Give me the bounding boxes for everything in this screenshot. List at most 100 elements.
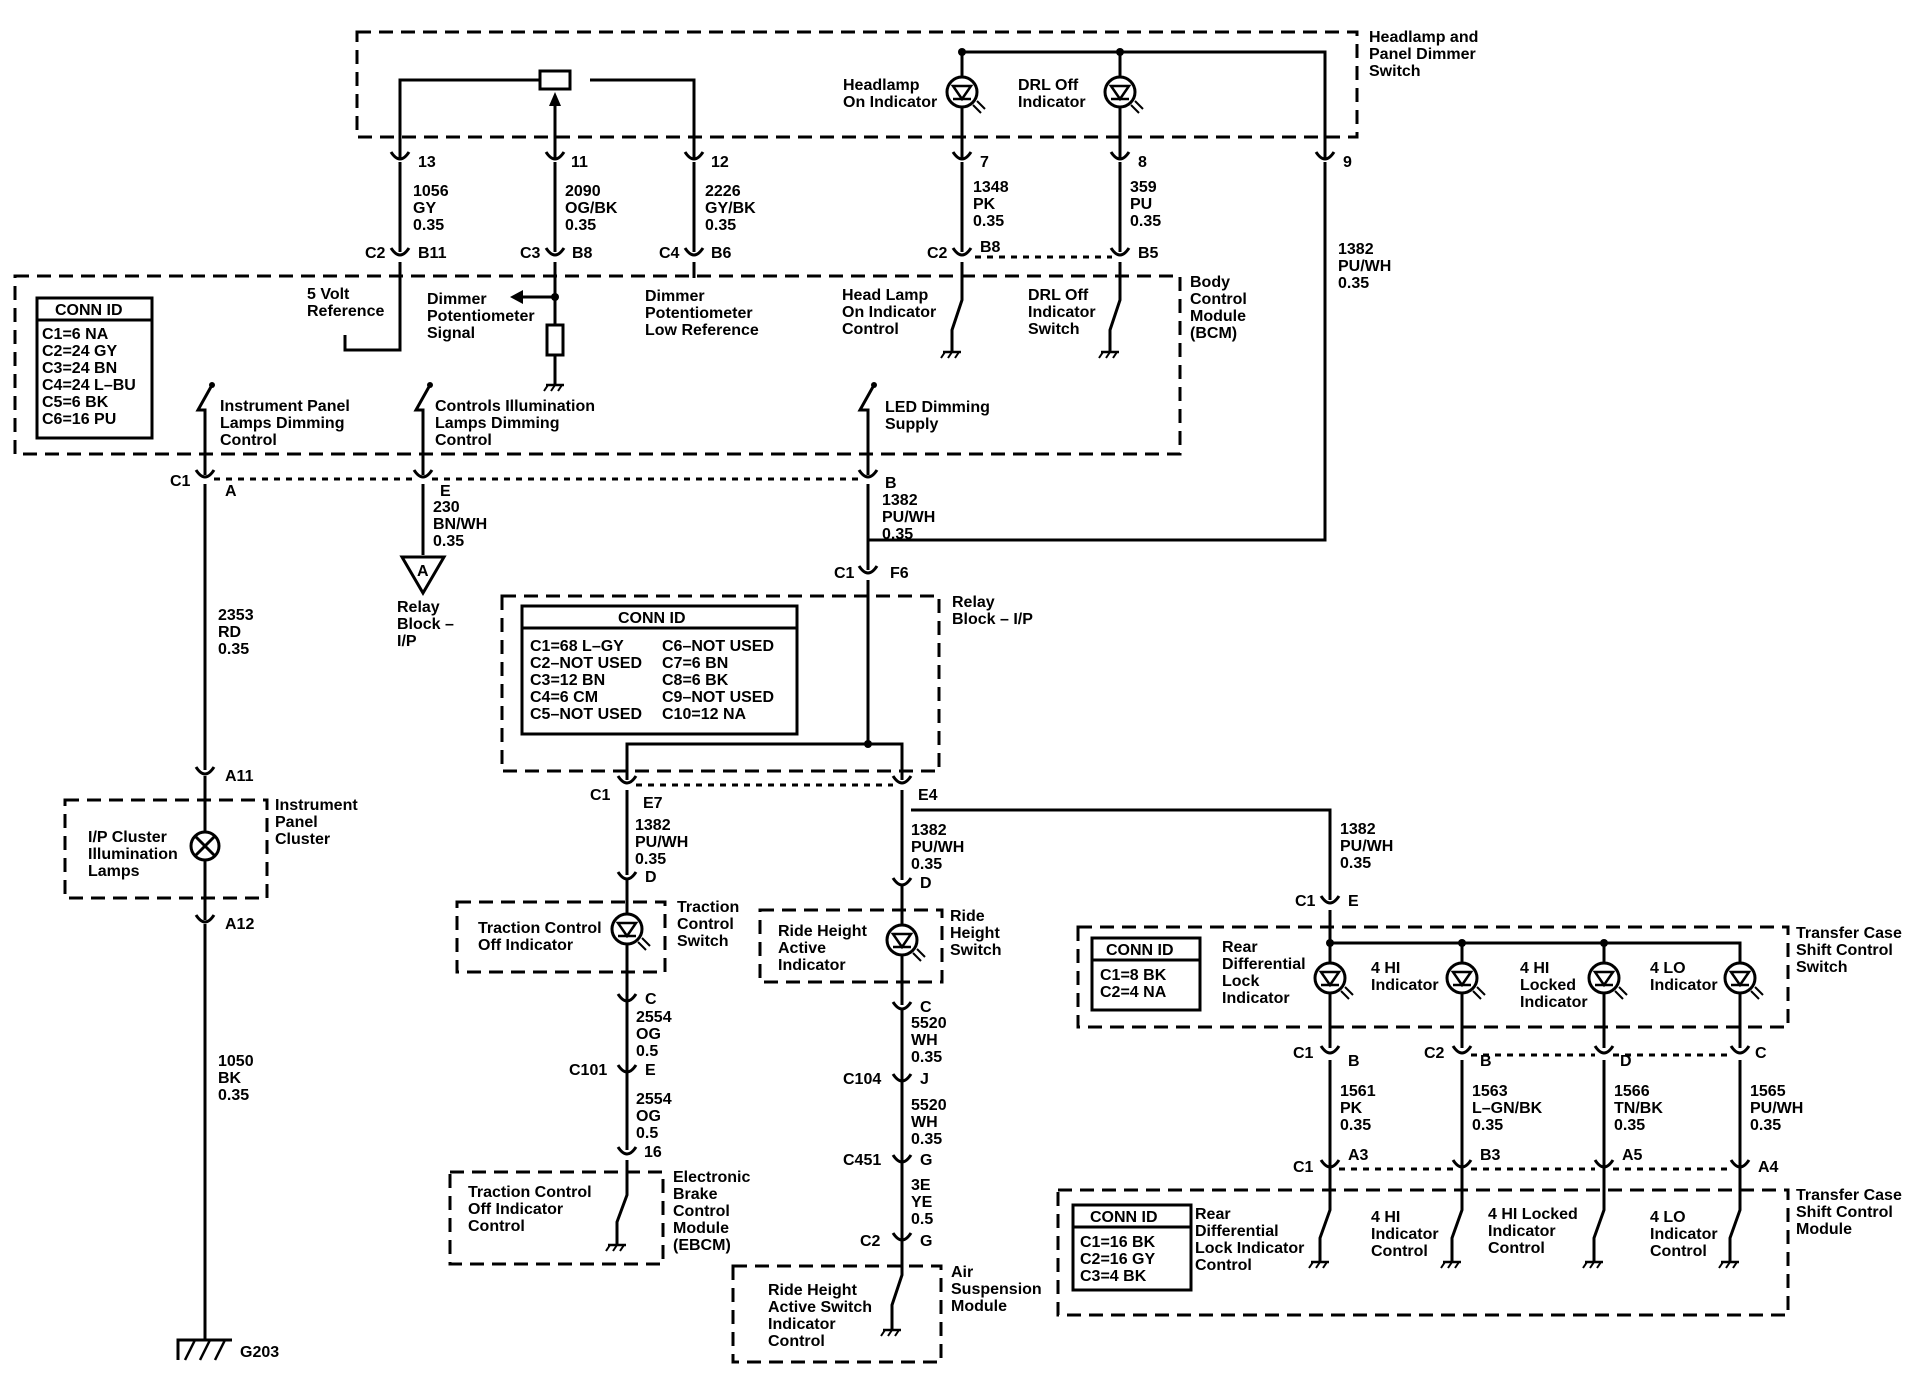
headlamp-on-led-icon xyxy=(945,75,987,115)
svg-text:B11: B11 xyxy=(418,245,447,262)
four-hi-led-icon xyxy=(1445,961,1487,1001)
svg-text:C1: C1 xyxy=(834,565,855,582)
svg-text:C2–NOT USED: C2–NOT USED xyxy=(530,655,642,672)
ground-g203-icon xyxy=(176,1338,232,1361)
svg-text:E: E xyxy=(440,483,451,500)
svg-text:9: 9 xyxy=(1343,154,1352,171)
relay-block-c1-f6: C1 F6 xyxy=(834,565,909,582)
ground-label: G203 xyxy=(240,1344,279,1361)
svg-text:C2=24 GY: C2=24 GY xyxy=(42,343,117,360)
svg-text:11: 11 xyxy=(571,154,588,171)
svg-text:16: 16 xyxy=(644,1144,662,1161)
four-hi-locked-led-icon xyxy=(1587,961,1629,1001)
svg-text:B3: B3 xyxy=(1480,1147,1501,1164)
svg-text:C8=6 BK: C8=6 BK xyxy=(662,672,729,689)
svg-text:D: D xyxy=(1620,1053,1632,1070)
svg-text:C4: C4 xyxy=(659,245,680,262)
svg-text:C1=6 NA: C1=6 NA xyxy=(42,326,109,343)
svg-text:C2: C2 xyxy=(927,245,948,262)
svg-text:C6=16 PU: C6=16 PU xyxy=(42,411,116,428)
tc-module-inputs: C1 A3 B3 A5 A4 xyxy=(1293,1147,1779,1176)
svg-text:C1: C1 xyxy=(170,473,191,490)
svg-text:B5: B5 xyxy=(1138,245,1159,262)
drl-off-led-icon xyxy=(1103,75,1145,115)
svg-text:E: E xyxy=(1348,893,1359,910)
traction-off-led-icon xyxy=(610,912,652,952)
svg-text:C1=8 BK: C1=8 BK xyxy=(1100,967,1167,984)
svg-text:C1=68 L–GY: C1=68 L–GY xyxy=(530,638,624,655)
svg-text:C7=6 BN: C7=6 BN xyxy=(662,655,728,672)
svg-text:A3: A3 xyxy=(1348,1147,1369,1164)
svg-text:C10=12 NA: C10=12 NA xyxy=(662,706,746,723)
ride-height-led-icon xyxy=(885,923,927,963)
svg-text:G: G xyxy=(920,1233,932,1250)
svg-text:CONN ID: CONN ID xyxy=(1106,942,1174,959)
svg-text:C2: C2 xyxy=(860,1233,881,1250)
svg-text:CONN ID: CONN ID xyxy=(618,610,686,627)
svg-text:CONN ID: CONN ID xyxy=(55,302,123,319)
four-lo-led-icon xyxy=(1723,961,1765,1001)
bcm-conn-id-table: CONN ID C1=6 NA C2=24 GY C3=24 BN C4=24 … xyxy=(35,296,154,440)
signal-arrow-icon xyxy=(510,290,523,304)
svg-text:C: C xyxy=(920,999,932,1016)
svg-text:7: 7 xyxy=(980,154,989,171)
svg-text:C: C xyxy=(645,991,657,1008)
svg-text:C451: C451 xyxy=(843,1152,881,1169)
svg-text:B: B xyxy=(1348,1053,1360,1070)
relay-block-outputs: C1 E7 E4 xyxy=(590,775,938,812)
svg-text:C1: C1 xyxy=(1293,1159,1314,1176)
svg-text:C3=4 BK: C3=4 BK xyxy=(1080,1268,1147,1285)
svg-text:C3=12 BN: C3=12 BN xyxy=(530,672,605,689)
svg-text:C3=24 BN: C3=24 BN xyxy=(42,360,117,377)
svg-text:C4=6 CM: C4=6 CM xyxy=(530,689,598,706)
pull-down-resistor xyxy=(545,323,565,357)
bcm-c1-connector: C1 A E B xyxy=(170,469,897,500)
svg-text:C4=24 L–BU: C4=24 L–BU xyxy=(42,377,136,394)
svg-text:B: B xyxy=(885,475,897,492)
svg-text:A5: A5 xyxy=(1622,1147,1643,1164)
svg-text:C2=4 NA: C2=4 NA xyxy=(1100,984,1167,1001)
svg-text:C1=16 BK: C1=16 BK xyxy=(1080,1234,1156,1251)
